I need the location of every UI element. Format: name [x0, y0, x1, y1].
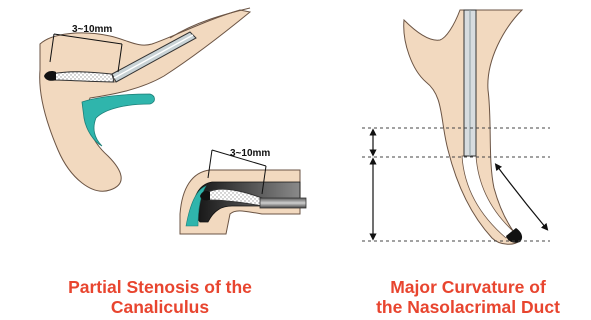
right-anatomy [404, 10, 522, 244]
left-caption-line2: Canaliculus [40, 297, 280, 317]
left-anatomy [40, 8, 250, 191]
right-caption-line2: the Nasolacrimal Duct [358, 297, 578, 317]
top-measure-label: 3~10mm [72, 24, 112, 35]
left-caption-line1: Partial Stenosis of the [40, 277, 280, 297]
canaliculus-teal-lining [82, 94, 155, 146]
inset-measure-label: 3~10mm [230, 148, 270, 159]
right-caption: Major Curvature of the Nasolacrimal Duct [358, 277, 578, 317]
nasolacrimal-tissue [404, 10, 522, 244]
right-caption-line1: Major Curvature of [358, 277, 578, 297]
stenosis-dotted-segment [52, 72, 114, 82]
left-caption: Partial Stenosis of the Canaliculus [40, 277, 280, 317]
inset-probe-tube [260, 198, 306, 208]
